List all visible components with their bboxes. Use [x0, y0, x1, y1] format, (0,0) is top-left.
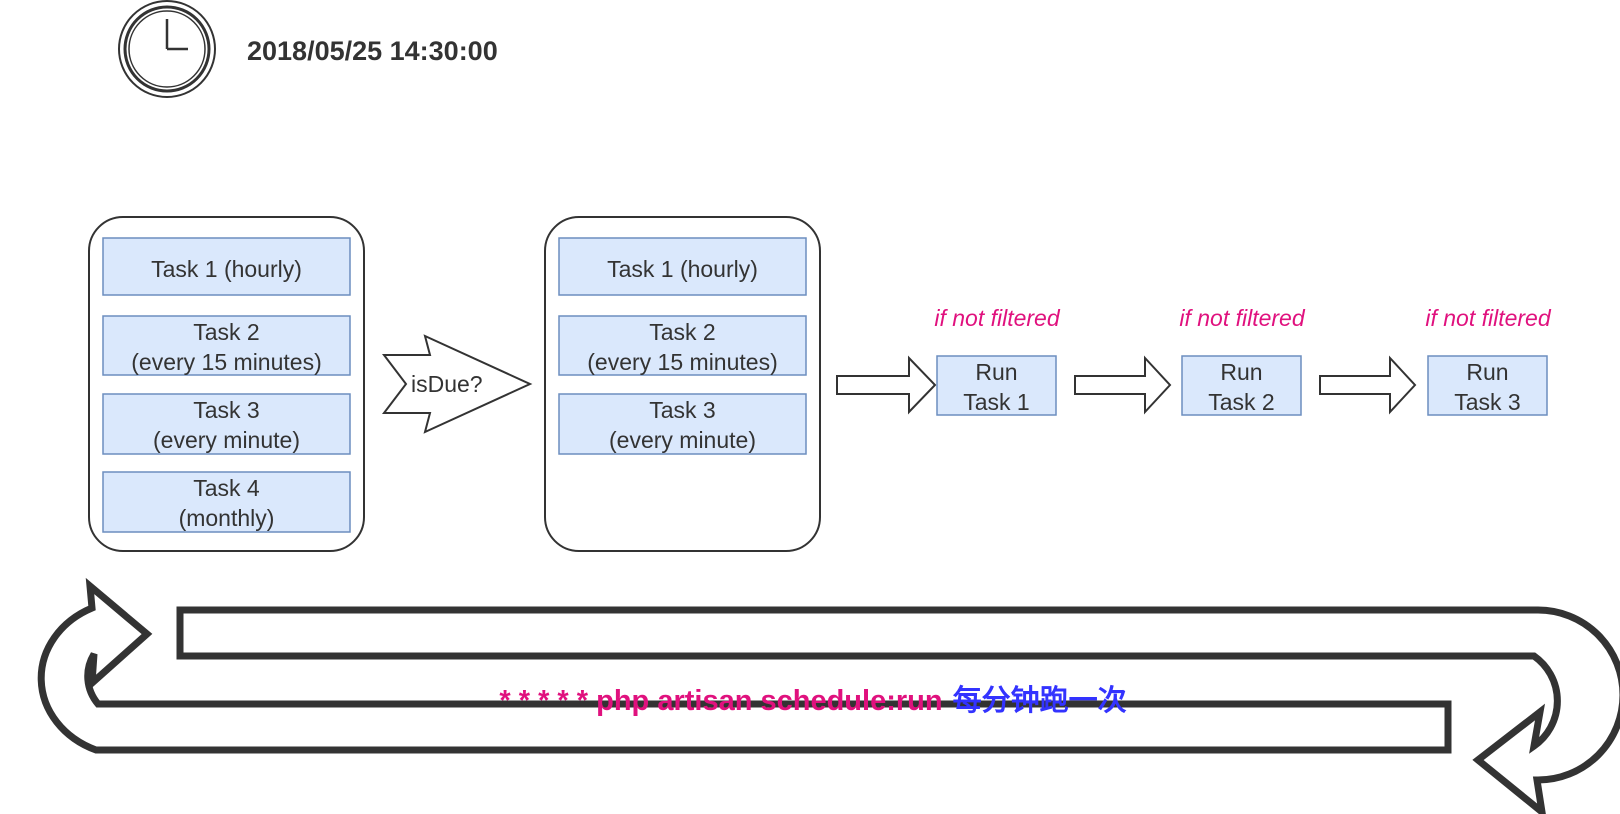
all-task-4-line-1: Task 4 — [193, 475, 260, 501]
loop-caption: * * * * * php artisan schedule:run 每分钟跑一次 — [499, 683, 1126, 717]
run-arrow-1 — [836, 355, 937, 415]
all-task-3: Task 3 (every minute) — [102, 393, 351, 455]
is-due-label: isDue? — [411, 371, 483, 397]
all-task-2-line-1: Task 2 — [193, 319, 259, 345]
run-task-1-line-2: Task 1 — [963, 389, 1029, 415]
run-task-1: Run Task 1 — [936, 355, 1057, 416]
all-task-4-line-2: (monthly) — [179, 505, 275, 531]
due-task-1-line-1: Task 1 (hourly) — [607, 256, 758, 282]
due-task-3-line-1: Task 3 — [649, 397, 715, 423]
all-tasks-container — [88, 216, 365, 552]
all-task-3-line-1: Task 3 — [193, 397, 259, 423]
due-task-2: Task 2 (every 15 minutes) — [558, 315, 807, 376]
loop-arrow — [37, 577, 1620, 814]
run-1-condition: if not filtered — [934, 305, 1060, 331]
due-task-2-line-1: Task 2 — [649, 319, 715, 345]
all-task-1-line-1: Task 1 (hourly) — [151, 256, 302, 282]
all-task-2: Task 2 (every 15 minutes) — [102, 315, 351, 376]
cron-command: * * * * * php artisan schedule:run — [499, 685, 942, 717]
all-task-1: Task 1 (hourly) — [102, 237, 351, 296]
run-3-condition: if not filtered — [1425, 305, 1551, 331]
run-2-condition: if not filtered — [1179, 305, 1305, 331]
due-task-3-line-2: (every minute) — [609, 427, 756, 453]
all-task-3-line-2: (every minute) — [153, 427, 300, 453]
all-task-4: Task 4 (monthly) — [102, 471, 351, 533]
due-task-2-line-2: (every 15 minutes) — [587, 349, 777, 375]
due-tasks-container — [544, 216, 821, 552]
run-task-3-line-1: Run — [1466, 359, 1508, 385]
cron-note: 每分钟跑一次 — [953, 683, 1127, 717]
run-task-1-line-1: Run — [975, 359, 1017, 385]
run-task-2: Run Task 2 — [1181, 355, 1302, 416]
due-task-3: Task 3 (every minute) — [558, 393, 807, 455]
run-task-2-line-2: Task 2 — [1208, 389, 1274, 415]
run-arrow-2 — [1074, 355, 1172, 415]
due-task-1: Task 1 (hourly) — [558, 237, 807, 296]
clock-icon — [118, 0, 216, 98]
run-task-3-line-2: Task 3 — [1454, 389, 1520, 415]
run-task-3: Run Task 3 — [1427, 355, 1548, 416]
is-due-arrow: isDue? — [381, 334, 533, 434]
run-task-2-line-1: Run — [1220, 359, 1262, 385]
run-arrow-3 — [1319, 355, 1417, 415]
all-task-2-line-2: (every 15 minutes) — [131, 349, 321, 375]
timestamp: 2018/05/25 14:30:00 — [247, 36, 498, 66]
